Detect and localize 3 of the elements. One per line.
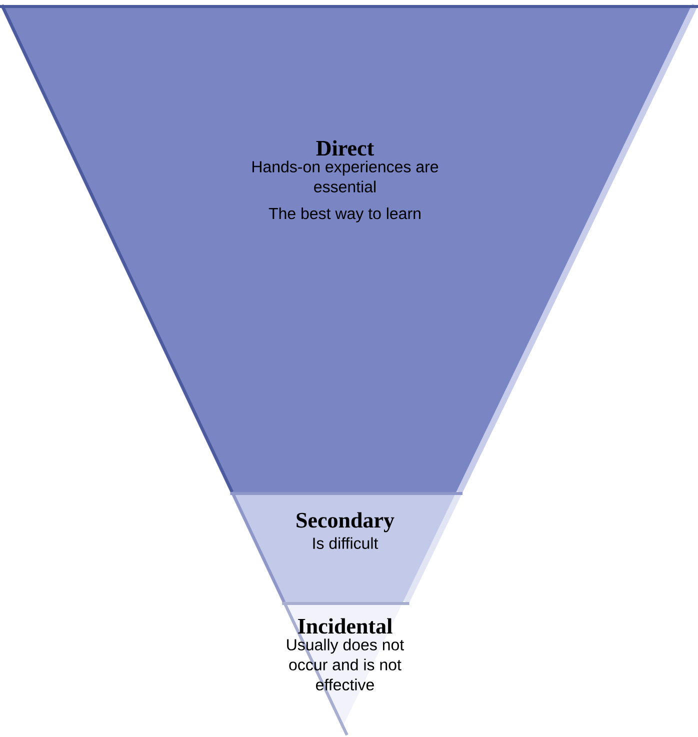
pyramid-band: Direct Hands-on experiences are essential The best way to learn	[0, 4, 698, 494]
pyramid-band: Secondary Is difficult	[230, 490, 462, 604]
pyramid-band: Incidental Usually does not occur and is not effective	[282, 600, 410, 736]
